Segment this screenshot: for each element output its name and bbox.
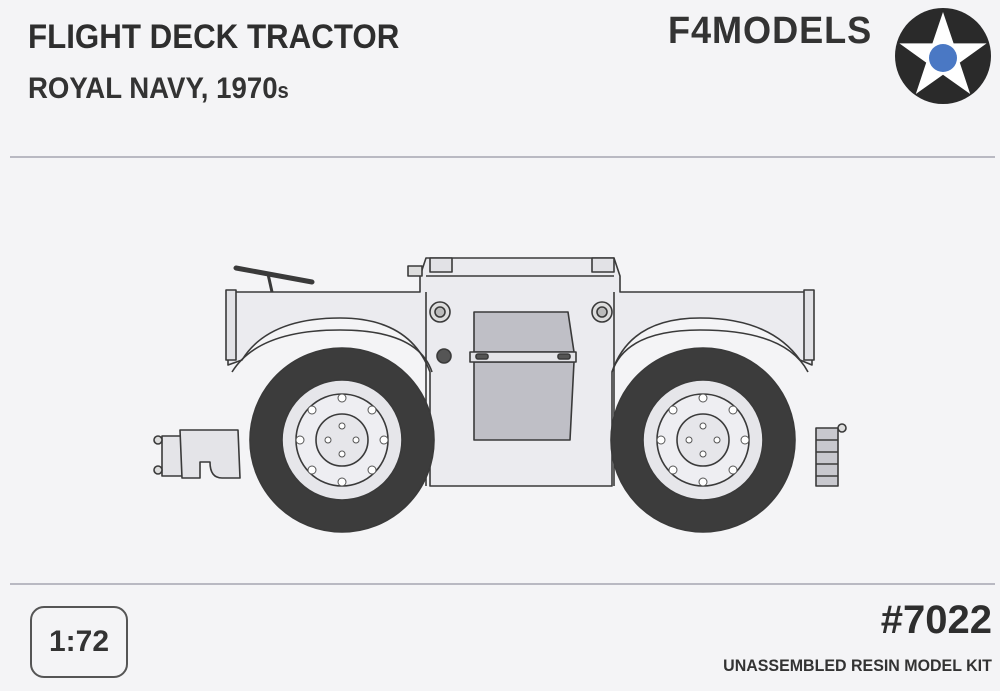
subtitle-main: ROYAL NAVY, 1970 <box>28 72 278 105</box>
kit-number: #7022 <box>880 598 992 642</box>
scale-badge: 1:72 <box>30 606 128 678</box>
kit-description: UNASSEMBLED RESIN MODEL KIT <box>723 656 992 675</box>
product-title: FLIGHT DECK TRACTOR <box>28 18 400 56</box>
brand-name: F4MODELS <box>668 10 873 52</box>
product-subtitle: ROYAL NAVY, 1970s <box>28 72 289 106</box>
subtitle-suffix: s <box>277 78 289 103</box>
top-divider <box>10 156 995 158</box>
star-roundel-icon <box>895 8 991 104</box>
bottom-divider <box>10 583 995 585</box>
